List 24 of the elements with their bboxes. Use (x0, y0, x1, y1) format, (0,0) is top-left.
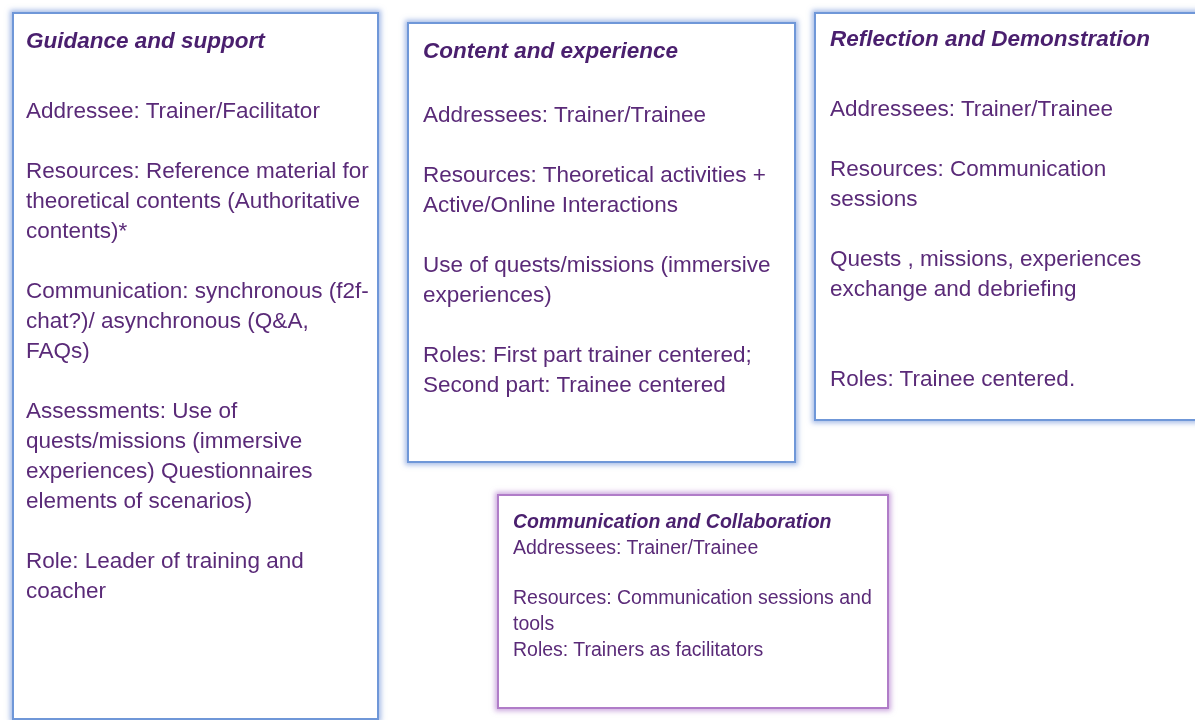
panel-text: Roles: Trainee centered. (830, 365, 1077, 393)
panel-text: Resources: Communication sessions and tools (513, 585, 873, 636)
text-panel (407, 22, 796, 463)
panel-text: Role: Leader of training and coacher (26, 547, 305, 605)
panel-text: Resources: Communication sessions (830, 155, 1108, 213)
panel-text: Addressee: Trainer/Facilitator (26, 97, 321, 125)
panel-heading: Content and experience (423, 37, 680, 65)
panel-text: Quests , missions, experiences exchange and debriefing (830, 245, 1143, 303)
text-panel (814, 12, 1195, 421)
panel-text: Roles: First part trainer centered; Second part: Trainee centered (423, 341, 753, 399)
panel-heading: Reflection and Demonstration (830, 25, 1152, 53)
panel-text: Addressees: Trainer/Trainee (423, 101, 708, 129)
text-panel (497, 494, 889, 709)
panel-heading: Communication and Collaboration (513, 509, 833, 534)
panel-text: Addressees: Trainer/Trainee (830, 95, 1115, 123)
panel-text: Assessments: Use of quests/missions (immersive experiences) Questionnaires elements of scenarios) (26, 397, 314, 515)
text-panel (12, 12, 379, 720)
panel-text: Communication: synchronous (f2f-chat?)/ asynchronous (Q&A, FAQs) (26, 277, 369, 365)
panel-text: Roles: Trainers as facilitators (513, 637, 765, 662)
panel-heading: Guidance and support (26, 27, 267, 55)
panel-text: Addressees: Trainer/Trainee (513, 535, 760, 560)
panel-text: Resources: Theoretical activities + Active/Online Interactions (423, 161, 767, 219)
panel-text: Resources: Reference material for theoretical contents (Authoritative contents)* (26, 157, 369, 245)
panel-text: Use of quests/missions (immersive experiences) (423, 251, 772, 309)
